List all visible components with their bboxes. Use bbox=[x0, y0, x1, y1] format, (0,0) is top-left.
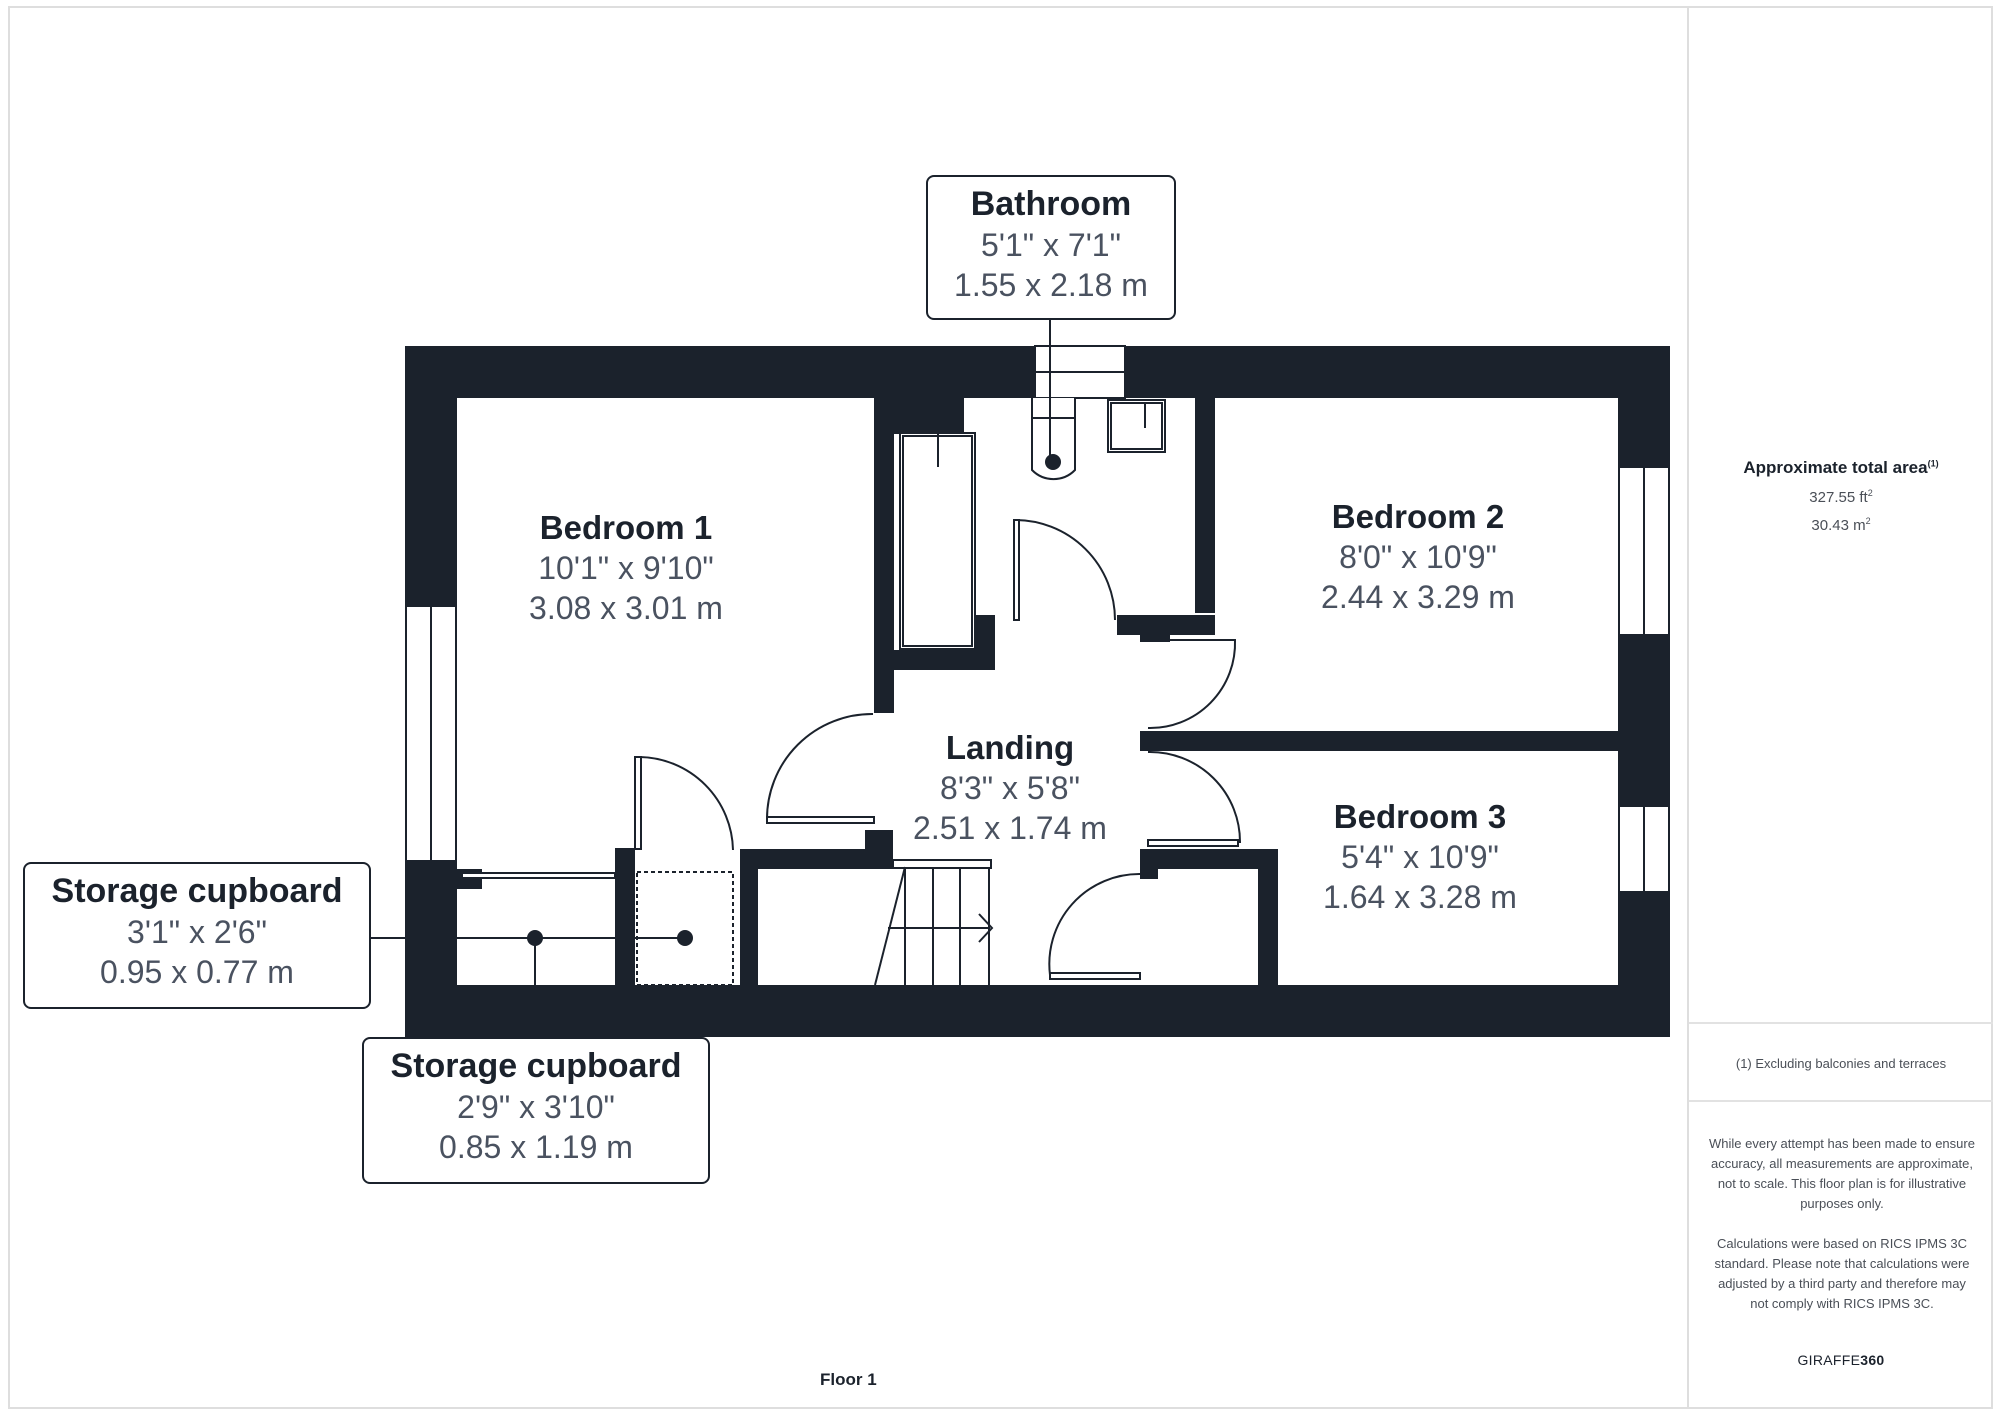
area-ft: 327.55 ft2 bbox=[1809, 488, 1873, 506]
storage2-marker-icon bbox=[677, 930, 693, 946]
divider bbox=[1689, 1100, 1993, 1102]
page-frame bbox=[8, 6, 1993, 1409]
walls bbox=[405, 346, 1670, 1037]
room-label-bedroom2: Bedroom 2 8'0" x 10'9" 2.44 x 3.29 m bbox=[1321, 498, 1515, 615]
area-title: Approximate total area(1) bbox=[1743, 458, 1939, 477]
footnote: (1) Excluding balconies and terraces bbox=[1735, 1056, 1947, 1071]
divider bbox=[1689, 1022, 1993, 1024]
info-sidebar: Approximate total area(1) 327.55 ft2 30.… bbox=[1687, 6, 1993, 1409]
callout-storage1: Storage cupboard 3'1" x 2'6" 0.95 x 0.77… bbox=[23, 862, 371, 1009]
bath-fixtures bbox=[899, 398, 1166, 650]
doors bbox=[461, 518, 1242, 980]
area-m: 30.43 m2 bbox=[1811, 516, 1871, 534]
disclaimer: While every attempt has been made to ens… bbox=[1709, 1136, 1975, 1311]
storage1-marker-icon bbox=[527, 930, 543, 946]
floor-label: Floor 1 bbox=[820, 1370, 877, 1389]
callout-storage2: Storage cupboard 2'9" x 3'10" 0.85 x 1.1… bbox=[362, 1037, 710, 1184]
callout-bathroom: Bathroom 5'1" x 7'1" 1.55 x 2.18 m bbox=[926, 175, 1176, 320]
toilet-icon bbox=[1045, 454, 1061, 470]
stairs bbox=[874, 859, 994, 986]
room-label-bedroom1: Bedroom 1 10'1" x 9'10" 3.08 x 3.01 m bbox=[529, 509, 723, 626]
brand-logo: GIRAFFE360 bbox=[1797, 1352, 1885, 1368]
total-area-block: Approximate total area(1) 327.55 ft2 30.… bbox=[1689, 458, 1993, 534]
storage-outline bbox=[636, 871, 734, 986]
room-label-landing: Landing 8'3" x 5'8" 2.51 x 1.74 m bbox=[913, 729, 1107, 846]
room-label-bedroom3: Bedroom 3 5'4" x 10'9" 1.64 x 3.28 m bbox=[1323, 798, 1517, 915]
